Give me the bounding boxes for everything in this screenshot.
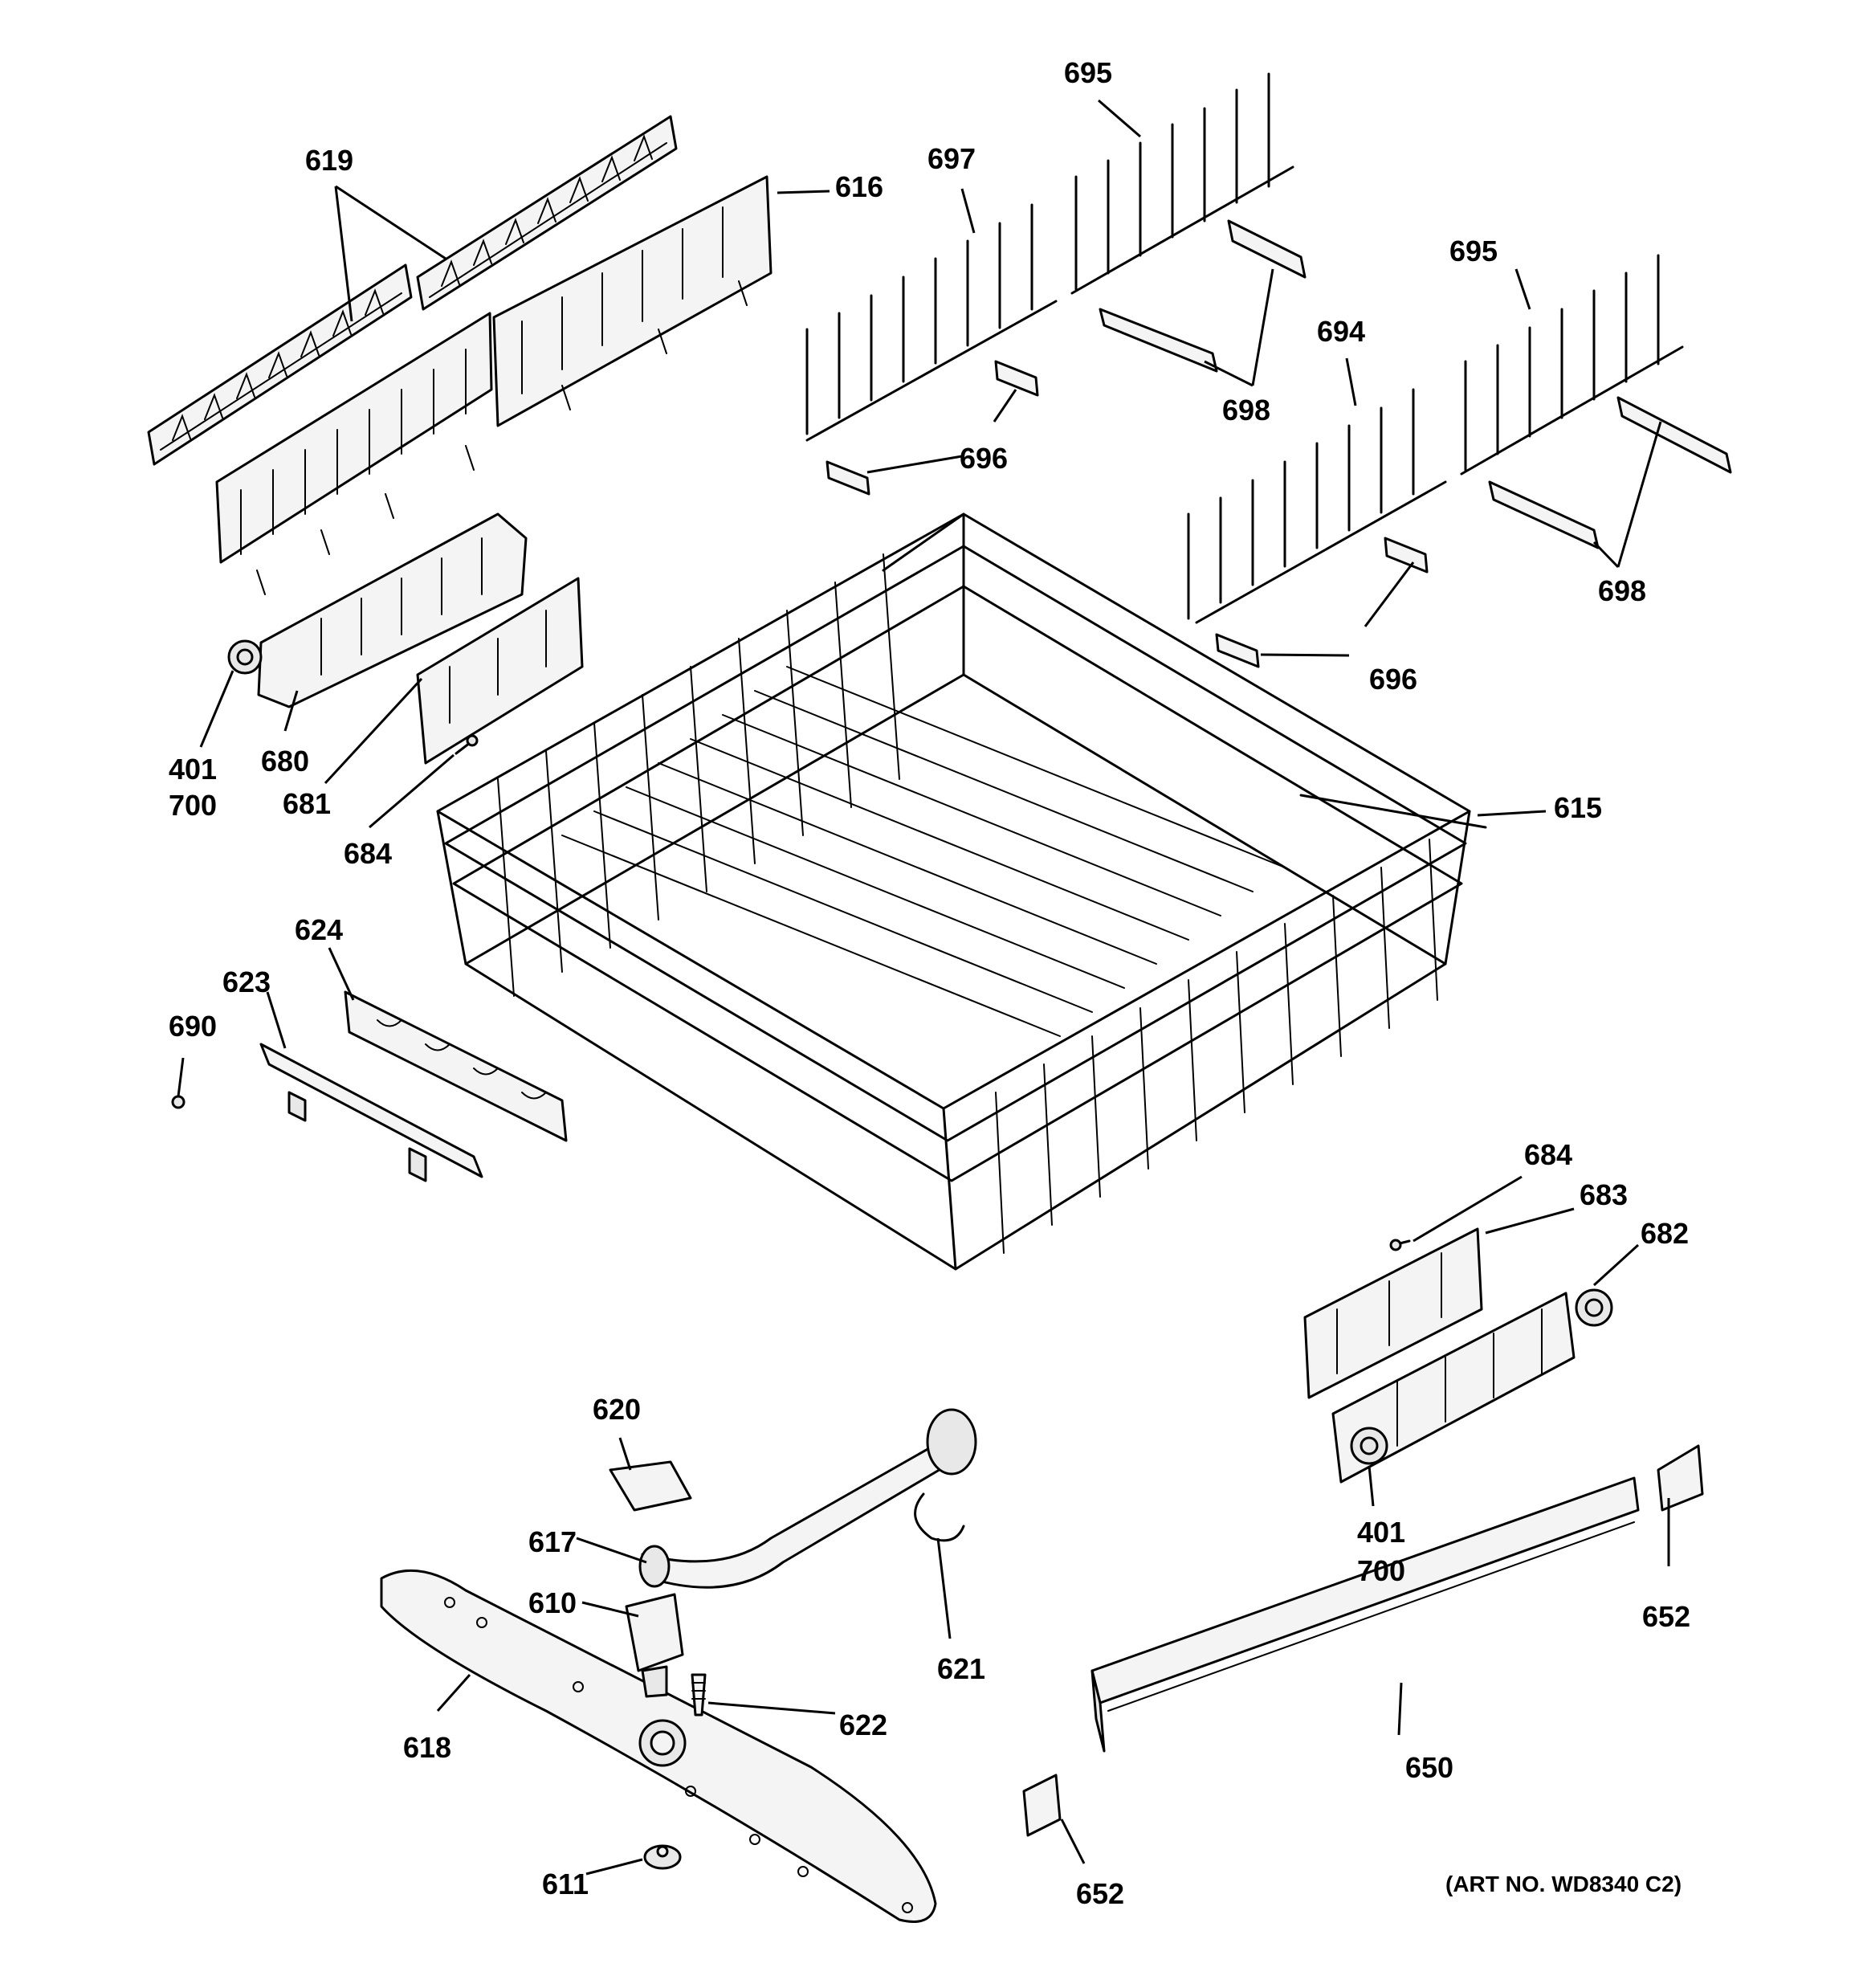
part-621-clamp	[914, 1492, 965, 1542]
leader-lines	[177, 99, 1670, 1876]
callout-610: 610	[528, 1586, 577, 1619]
callout-401: 401	[1357, 1516, 1405, 1549]
callout-622: 622	[839, 1708, 887, 1741]
callout-611: 611	[542, 1868, 589, 1900]
callout-690: 690	[169, 1010, 217, 1043]
part-616-rack-rails	[215, 175, 773, 595]
callout-623: 623	[222, 965, 271, 998]
part-684-screw-right	[1389, 1239, 1411, 1251]
callout-682: 682	[1641, 1217, 1689, 1250]
callout-624: 624	[295, 913, 343, 946]
part-698-clips	[1099, 219, 1732, 549]
callout-617: 617	[528, 1525, 577, 1558]
callout-696: 696	[960, 442, 1008, 475]
callout-700: 700	[169, 789, 217, 822]
callout-700: 700	[1357, 1554, 1405, 1587]
callout-616: 616	[835, 170, 883, 203]
part-617-feed-tube	[638, 1408, 977, 1589]
callout-618: 618	[403, 1731, 451, 1764]
part-611-cap	[643, 1844, 682, 1870]
part-620-cap	[609, 1460, 692, 1512]
callout-684: 684	[1524, 1138, 1572, 1171]
callout-695: 695	[1064, 56, 1112, 89]
part-618-spray-arm	[380, 1569, 937, 1923]
callout-698: 698	[1598, 574, 1646, 607]
part-681-bracket	[416, 577, 584, 765]
callout-620: 620	[593, 1393, 641, 1426]
part-690-screw	[171, 1095, 185, 1109]
part-684-screw-left	[455, 734, 479, 755]
callout-652: 652	[1076, 1877, 1124, 1910]
part-624-guide	[344, 990, 568, 1142]
callout-697: 697	[927, 142, 976, 175]
part-652-end-cap-right	[1657, 1444, 1704, 1512]
callout-695: 695	[1449, 235, 1498, 267]
part-619-tine-rows	[147, 115, 678, 466]
callout-619: 619	[305, 144, 353, 177]
part-652-end-cap-left	[1022, 1774, 1062, 1837]
part-622-screw	[691, 1673, 707, 1717]
callout-680: 680	[261, 745, 309, 778]
part-650-rail	[1090, 1476, 1640, 1753]
part-696-clips	[826, 360, 1429, 668]
part-680-rail-assembly	[227, 512, 528, 708]
callout-labels: 619 616 697 695 695 694 698 698 696 696 …	[169, 56, 1690, 1910]
part-694-tine-rack	[1187, 254, 1684, 624]
callout-696: 696	[1369, 663, 1417, 696]
callout-615: 615	[1554, 791, 1602, 824]
callout-698: 698	[1222, 394, 1270, 427]
part-697-tine-rack	[805, 72, 1294, 442]
callout-683: 683	[1580, 1178, 1628, 1211]
part-623-guide	[259, 1043, 483, 1182]
callout-652: 652	[1642, 1600, 1690, 1633]
art-number: (ART NO. WD8340 C2)	[1445, 1872, 1682, 1896]
part-610-hub	[625, 1593, 684, 1698]
part-682-rail-assembly	[1331, 1288, 1613, 1484]
callout-681: 681	[283, 787, 331, 820]
part-615-upper-rack	[436, 512, 1487, 1271]
callout-621: 621	[937, 1652, 985, 1685]
part-683-bracket	[1303, 1227, 1483, 1399]
callout-650: 650	[1405, 1751, 1453, 1784]
callout-684: 684	[344, 837, 392, 870]
callout-694: 694	[1317, 315, 1365, 348]
callout-401: 401	[169, 753, 217, 786]
